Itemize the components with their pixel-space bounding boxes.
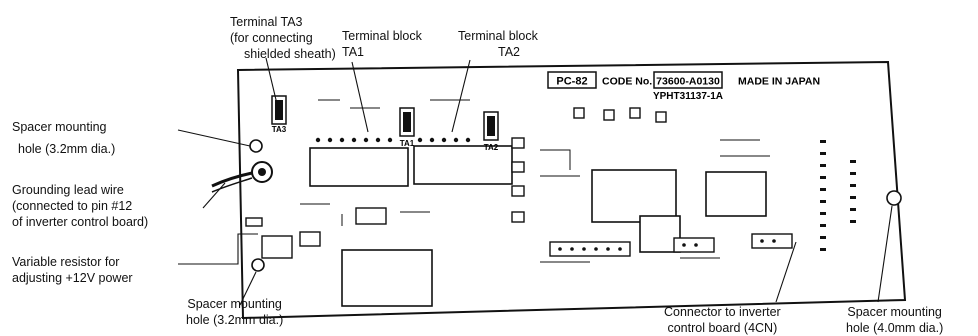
label-spacer-hole-bottom-left-line2: hole (3.2mm dia.) [186,313,284,327]
label-spacer-hole-right-line2: hole (4.0mm dia.) [846,321,944,335]
relays [309,145,767,307]
label-terminal-ta3: Terminal TA3 (for connecting shielded sh… [230,14,336,62]
board-code-label: CODE No. [602,76,652,88]
label-terminal-block-ta2-line2: TA2 [498,45,520,59]
label-connector-4cn-line1: Connector to inverter [664,305,781,319]
label-terminal-block-ta1: Terminal block TA1 [342,28,422,60]
terminal-ta1-mark [399,107,415,137]
label-spacer-hole-right: Spacer mounting hole (4.0mm dia.) [846,304,943,336]
leader-spacer-top-left [177,129,251,147]
label-grounding-lead-line2: (connected to pin #12 [12,199,133,213]
label-terminal-ta3-line1: Terminal TA3 [230,15,303,29]
label-spacer-hole-top-left-line2: hole (3.2mm dia.) [18,142,116,156]
spacer-hole-right [886,190,902,206]
leader-variable-resistor [178,233,258,265]
label-spacer-hole-top-left: Spacer mounting hole (3.2mm dia.) [12,116,115,160]
label-variable-resistor: Variable resistor for adjusting +12V pow… [12,254,133,286]
connector-4cn-strip [549,233,793,257]
terminal-ta3-mark [271,95,287,125]
leader-connector-4cn [775,241,797,303]
board-code-number: 73600-A0130 [656,76,720,88]
board-made-in: MADE IN JAPAN [738,76,820,88]
label-spacer-hole-bottom-left-line1: Spacer mounting [187,297,282,311]
right-pin-column [820,140,856,251]
terminal-block-pins [315,137,471,143]
board-ta2-mark-text: TA2 [484,143,499,152]
leader-spacer-right [877,205,893,303]
leader-lines [177,57,893,306]
label-terminal-ta3-line2: (for connecting [230,31,313,45]
label-variable-resistor-line1: Variable resistor for [12,255,120,269]
connector-4cn-pins [558,239,776,251]
label-grounding-lead-line1: Grounding lead wire [12,183,124,197]
board-ta1-mark-text: TA1 [400,139,415,148]
label-connector-4cn-line2: control board (4CN) [667,321,778,335]
label-spacer-hole-bottom-left: Spacer mounting hole (3.2mm dia.) [186,296,283,328]
board-part-number: YPHT31137-1A [653,91,723,102]
label-terminal-block-ta2-line1: Terminal block [458,29,538,43]
terminal-ta2-mark [483,111,499,141]
grounding-lead-ring [211,161,273,193]
pcb-traces [300,99,770,263]
spacer-hole-bottom-left [251,258,265,272]
board-model-box: PC-82 [556,76,587,88]
label-connector-4cn: Connector to inverter control board (4CN… [664,304,781,336]
leader-spacer-bottom-left [239,271,257,306]
label-grounding-lead: Grounding lead wire (connected to pin #1… [12,182,148,230]
board-header: PC-82 CODE No. 73600-A0130 MADE IN JAPAN… [547,71,820,102]
leader-terminal-block-ta1 [351,61,369,133]
leader-grounding-lead [202,182,226,209]
small-components [245,107,667,259]
label-terminal-block-ta1-line1: Terminal block [342,29,422,43]
label-grounding-lead-line3: of inverter control board) [12,215,149,229]
label-terminal-ta3-line3: shielded sheath) [244,47,336,61]
label-variable-resistor-line2: adjusting +12V power [12,271,133,285]
label-spacer-hole-right-line1: Spacer mounting [847,305,942,319]
label-spacer-hole-top-left-line1: Spacer mounting [12,120,107,134]
leader-terminal-block-ta2 [451,59,471,133]
leader-terminal-ta3 [265,57,278,105]
board-ta3-mark-text: TA3 [272,125,287,134]
label-terminal-block-ta1-line2: TA1 [342,45,364,59]
label-terminal-block-ta2: Terminal block TA2 [458,28,538,60]
